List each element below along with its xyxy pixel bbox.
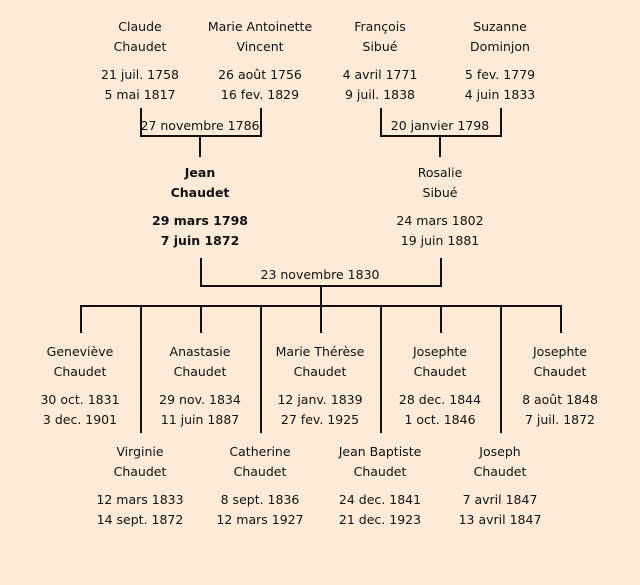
child-drop-line (260, 305, 262, 433)
death-date: 7 juin 1872 (160, 233, 240, 248)
birth-date: 29 mars 1798 (152, 213, 248, 228)
death-date: 5 mai 1817 (104, 87, 176, 102)
last-name: Chaudet (53, 364, 107, 379)
death-date: 1 oct. 1846 (404, 412, 476, 427)
birth-date: 24 dec. 1841 (338, 492, 422, 507)
first-name: Jean Baptiste (338, 444, 422, 459)
last-name: Chaudet (233, 464, 287, 479)
death-date: 21 dec. 1923 (338, 512, 422, 527)
death-date: 14 sept. 1872 (96, 512, 184, 527)
descent-line (439, 135, 441, 157)
child-drop-line (380, 305, 382, 433)
birth-date: 7 avril 1847 (462, 492, 538, 507)
last-name: Chaudet (533, 364, 587, 379)
first-name: Claude (118, 19, 162, 34)
marriage-date: 23 novembre 1830 (260, 267, 380, 282)
birth-date: 29 nov. 1834 (159, 392, 241, 407)
descent-line (320, 285, 322, 307)
last-name: Chaudet (170, 185, 230, 200)
birth-date: 12 mars 1833 (96, 492, 184, 507)
birth-date: 5 fev. 1779 (464, 67, 536, 82)
child-drop-line (320, 305, 322, 333)
death-date: 9 juil. 1838 (344, 87, 416, 102)
last-name: Chaudet (173, 364, 227, 379)
first-name: Josephte (533, 344, 587, 359)
child-drop-line (140, 305, 142, 433)
last-name: Chaudet (353, 464, 407, 479)
first-name: Catherine (229, 444, 291, 459)
first-name: Jean (184, 165, 216, 180)
marriage-date: 20 janvier 1798 (390, 118, 490, 133)
first-name: Marie Thérèse (275, 344, 365, 359)
death-date: 4 juin 1833 (464, 87, 536, 102)
death-date: 3 dec. 1901 (42, 412, 118, 427)
marriage-bracket (200, 258, 202, 287)
marriage-bracket (140, 135, 262, 137)
death-date: 16 fev. 1829 (220, 87, 300, 102)
birth-date: 30 oct. 1831 (40, 392, 120, 407)
child-drop-line (440, 305, 442, 333)
death-date: 27 fev. 1925 (280, 412, 360, 427)
marriage-bracket (380, 135, 502, 137)
first-name: Suzanne (473, 19, 527, 34)
birth-date: 28 dec. 1844 (398, 392, 482, 407)
marriage-date: 27 novembre 1786 (140, 118, 260, 133)
marriage-bracket (260, 108, 262, 137)
birth-date: 8 sept. 1836 (220, 492, 300, 507)
death-date: 12 mars 1927 (216, 512, 304, 527)
birth-date: 8 août 1848 (522, 392, 598, 407)
death-date: 13 avril 1847 (458, 512, 542, 527)
first-name: Anastasie (169, 344, 231, 359)
last-name: Chaudet (413, 364, 467, 379)
first-name: Geneviève (46, 344, 114, 359)
child-drop-line (80, 305, 82, 333)
child-drop-line (200, 305, 202, 333)
death-date: 7 juil. 1872 (524, 412, 596, 427)
marriage-bracket (140, 108, 142, 137)
birth-date: 26 août 1756 (218, 67, 302, 82)
child-drop-line (560, 305, 562, 333)
death-date: 11 juin 1887 (160, 412, 240, 427)
last-name: Sibué (362, 39, 398, 54)
descent-line (199, 135, 201, 157)
child-drop-line (500, 305, 502, 433)
last-name: Chaudet (473, 464, 527, 479)
first-name: Josephte (413, 344, 467, 359)
last-name: Dominjon (470, 39, 530, 54)
last-name: Chaudet (113, 464, 167, 479)
death-date: 19 juin 1881 (400, 233, 480, 248)
birth-date: 4 avril 1771 (342, 67, 418, 82)
birth-date: 21 juil. 1758 (101, 67, 179, 82)
marriage-bracket (440, 258, 442, 287)
first-name: François (354, 19, 406, 34)
first-name: Rosalie (417, 165, 463, 180)
last-name: Vincent (236, 39, 284, 54)
marriage-bracket (500, 108, 502, 137)
first-name: Virginie (116, 444, 164, 459)
first-name: Marie Antoinette (207, 19, 313, 34)
last-name: Chaudet (113, 39, 167, 54)
birth-date: 24 mars 1802 (396, 213, 484, 228)
last-name: Sibué (422, 185, 458, 200)
last-name: Chaudet (293, 364, 347, 379)
birth-date: 12 janv. 1839 (277, 392, 363, 407)
marriage-bracket (380, 108, 382, 137)
first-name: Joseph (479, 444, 521, 459)
